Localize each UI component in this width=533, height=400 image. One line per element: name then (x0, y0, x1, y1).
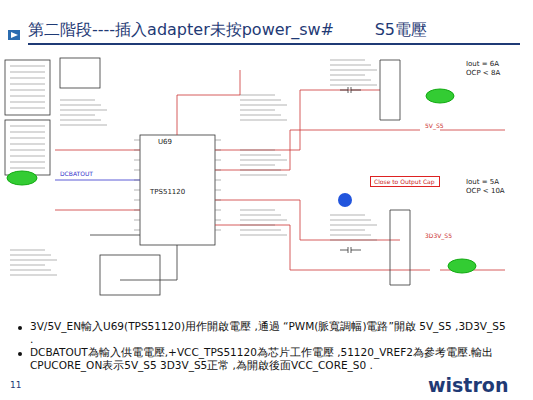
callout-oval (7, 171, 37, 185)
wires (5, 58, 505, 295)
note-box: Close to Output Cap (370, 176, 440, 187)
play-icon (8, 30, 20, 40)
signal-label: TPS51120 (150, 188, 185, 197)
page-number: 11 (10, 380, 21, 391)
company-logo: wistron (428, 374, 508, 398)
signal-label: Iout = 6A (466, 60, 499, 69)
signal-label: OCP < 10A (466, 187, 505, 196)
slide-title: 第二階段----插入adapter未按power_sw# S5電壓 (28, 20, 427, 40)
play-icon-arrow (11, 32, 18, 38)
signal-label: Iout = 5A (466, 178, 499, 187)
bullet-text: DCBATOUT為輸入供電電壓,+VCC_TPS51120為芯片工作電壓 ,51… (30, 346, 512, 372)
title-rule (28, 43, 520, 45)
bullet-dot (18, 352, 22, 356)
callout-circle (338, 193, 352, 207)
signal-label: 3D3V_S5 (425, 232, 452, 240)
signal-label: U69 (158, 138, 172, 147)
fine-text-lines (10, 60, 377, 275)
ic-body (140, 135, 215, 245)
bullet-dot (18, 326, 22, 330)
callout-oval (448, 259, 476, 273)
note-text: Close to Output Cap (374, 178, 436, 185)
signal-label: DCBATOUT (60, 170, 93, 178)
bullet-text: 3V/5V_EN輸入U69(TPS51120)用作開啟電壓 ,通過 “PWM(脈… (30, 320, 512, 346)
signal-label: OCP < 8A (466, 69, 500, 78)
signal-label: 5V_S5 (425, 122, 444, 130)
callout-oval (426, 89, 454, 103)
